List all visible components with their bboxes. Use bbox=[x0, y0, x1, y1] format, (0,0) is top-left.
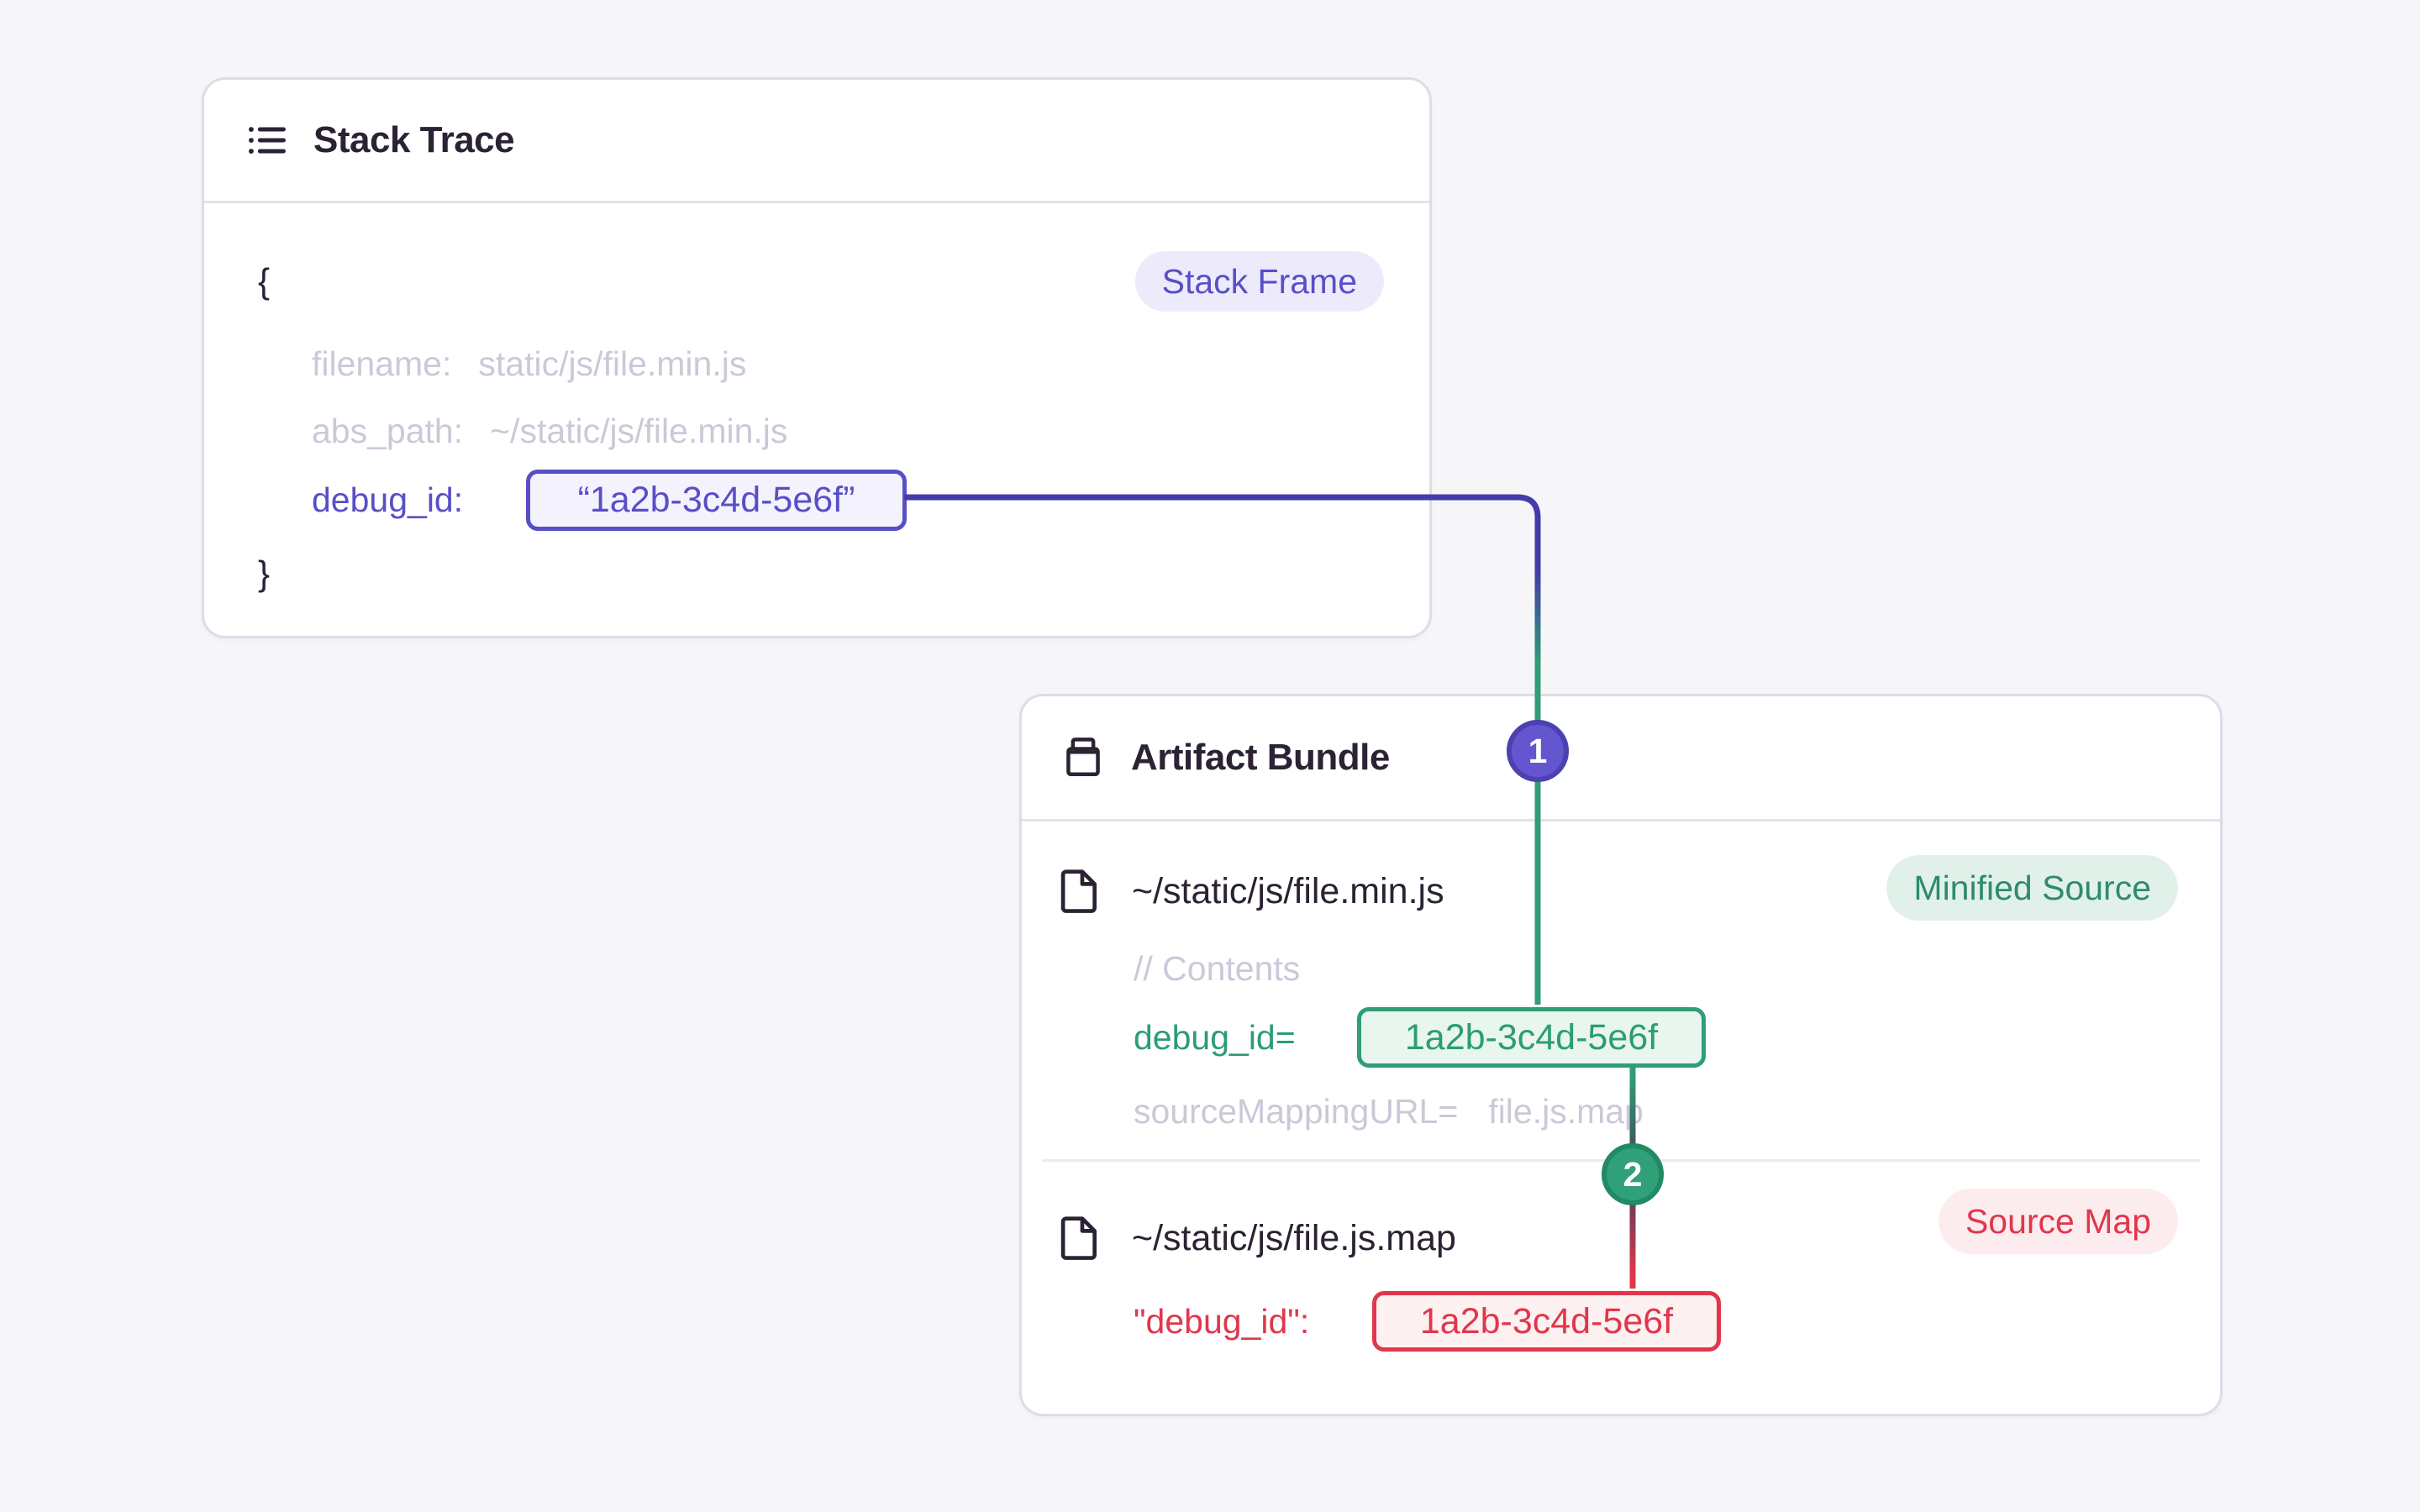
stack-frame-badge: Stack Frame bbox=[1134, 251, 1384, 312]
bundle-debug-id-value: 1a2b-3c4d-5e6f bbox=[1404, 1016, 1659, 1058]
sourcemap-file-path: ~/static/js/file.js.map bbox=[1132, 1217, 1456, 1258]
source-mapping-url-label: sourceMappingURL= bbox=[1134, 1091, 1459, 1131]
close-brace: } bbox=[258, 554, 271, 593]
list-icon bbox=[243, 116, 292, 165]
sourcemap-debug-id-value: 1a2b-3c4d-5e6f bbox=[1419, 1300, 1674, 1341]
abs-path-row: abs_path: ~/static/js/file.min.js bbox=[312, 407, 787, 454]
artifact-bundle-header: Artifact Bundle bbox=[1022, 696, 2220, 819]
stack-debug-id-row: debug_id: bbox=[312, 476, 463, 523]
file-icon bbox=[1057, 868, 1101, 915]
stack-trace-card: Stack Trace { Stack Frame filename: stat… bbox=[202, 77, 1432, 638]
step-marker-1-label: 1 bbox=[1528, 731, 1548, 770]
stack-debug-id-value: “1a2b-3c4d-5e6f” bbox=[577, 480, 855, 520]
step-marker-2-label: 2 bbox=[1623, 1154, 1643, 1194]
step-marker-1: 1 bbox=[1507, 720, 1569, 782]
minified-source-badge-label: Minified Source bbox=[1913, 868, 2151, 907]
artifact-bundle-header-divider bbox=[1022, 819, 2220, 822]
contents-comment-row: // Contents bbox=[1134, 945, 1300, 992]
sourcemap-debug-id-row: "debug_id": bbox=[1134, 1298, 1309, 1345]
stack-trace-header: Stack Trace bbox=[204, 80, 1429, 201]
filename-value: static/js/file.min.js bbox=[478, 344, 747, 383]
abs-path-value: ~/static/js/file.min.js bbox=[490, 411, 788, 450]
step-marker-2: 2 bbox=[1602, 1143, 1664, 1205]
archive-icon bbox=[1059, 733, 1107, 782]
sourcemap-debug-id-value-box: 1a2b-3c4d-5e6f bbox=[1372, 1291, 1721, 1352]
artifact-bundle-title: Artifact Bundle bbox=[1131, 737, 1390, 778]
bundle-debug-id-row: debug_id= bbox=[1134, 1014, 1296, 1061]
minified-file-path: ~/static/js/file.min.js bbox=[1132, 870, 1444, 911]
file-icon bbox=[1057, 1215, 1101, 1262]
stack-trace-header-divider bbox=[204, 201, 1429, 203]
minified-file-row: ~/static/js/file.min.js bbox=[1132, 867, 1444, 916]
stack-debug-id-label: debug_id: bbox=[312, 480, 464, 519]
sourcemap-file-row: ~/static/js/file.js.map bbox=[1132, 1214, 1456, 1263]
stack-frame-badge-label: Stack Frame bbox=[1161, 261, 1357, 301]
artifact-bundle-card: Artifact Bundle ~/static/js/file.min.js … bbox=[1019, 694, 2223, 1416]
source-mapping-url-value: file.js.map bbox=[1488, 1091, 1644, 1131]
stack-debug-id-value-box: “1a2b-3c4d-5e6f” bbox=[526, 470, 907, 531]
stack-trace-title: Stack Trace bbox=[313, 119, 515, 160]
filename-row: filename: static/js/file.min.js bbox=[312, 340, 746, 387]
source-map-badge-label: Source Map bbox=[1965, 1201, 2151, 1241]
contents-comment: // Contents bbox=[1134, 948, 1301, 988]
bundle-debug-id-value-box: 1a2b-3c4d-5e6f bbox=[1357, 1007, 1706, 1068]
bundle-debug-id-label: debug_id= bbox=[1134, 1017, 1296, 1057]
open-brace: { bbox=[258, 261, 271, 301]
filename-label: filename: bbox=[312, 344, 452, 383]
abs-path-label: abs_path: bbox=[312, 411, 464, 450]
minified-source-badge: Minified Source bbox=[1886, 855, 2178, 921]
sourcemap-debug-id-label: "debug_id": bbox=[1134, 1301, 1310, 1341]
source-mapping-url-row: sourceMappingURL= file.js.map bbox=[1134, 1088, 1644, 1135]
source-map-badge: Source Map bbox=[1938, 1189, 2178, 1254]
